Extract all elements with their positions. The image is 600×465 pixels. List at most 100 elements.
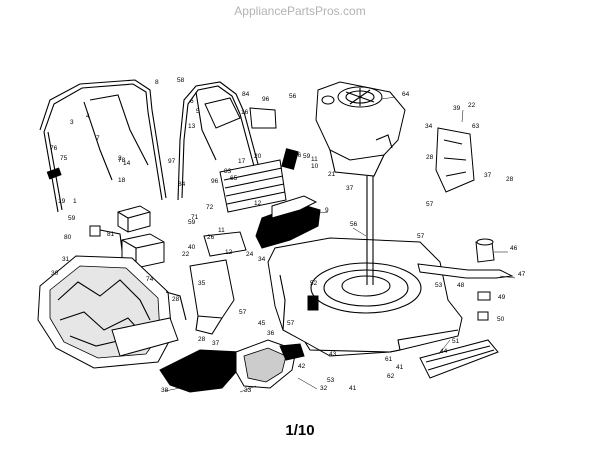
part-callout-44: 44 [440, 348, 448, 355]
part-callout-58: 58 [177, 77, 185, 84]
mower-deck [267, 237, 463, 357]
part-callout-31: 31 [62, 256, 70, 263]
part-callout-8: 8 [155, 79, 159, 86]
part-callout-10: 10 [311, 163, 319, 170]
part-callout-28: 28 [426, 154, 434, 161]
part-callout-24: 24 [246, 251, 254, 258]
part-callout-39: 39 [453, 105, 461, 112]
part-callout-53: 53 [435, 282, 443, 289]
part-callout-56: 56 [350, 221, 358, 228]
part-callout-2: 2 [118, 155, 122, 162]
rear-guard [159, 339, 305, 393]
part-callout-96: 96 [211, 178, 219, 185]
rear-skirt [419, 339, 499, 379]
part-callout-37: 37 [484, 172, 492, 179]
part-callout-97: 97 [168, 158, 176, 165]
part-callout-11: 11 [311, 156, 318, 163]
part-callout-30: 30 [51, 270, 59, 277]
part-callout-36: 36 [267, 330, 275, 337]
part-callout-59: 59 [303, 153, 311, 160]
part-callout-50: 50 [497, 316, 505, 323]
part-callout-72: 72 [206, 204, 214, 211]
part-callout-62: 62 [387, 373, 395, 380]
part-callout-17: 17 [238, 158, 246, 165]
part-callout-74: 74 [146, 276, 154, 283]
part-callout-9: 9 [325, 207, 329, 214]
page-number: 1/10 [285, 422, 315, 439]
part-callout-63: 63 [472, 123, 480, 130]
part-callout-14: 14 [123, 160, 131, 167]
part-callout-11: 11 [218, 227, 225, 234]
part-callout-32: 32 [320, 385, 328, 392]
part-callout-22: 22 [182, 251, 190, 258]
part-callout-84: 84 [178, 181, 186, 188]
part-callout-80: 80 [64, 234, 72, 241]
blade [417, 238, 514, 321]
part-callout-78: 78 [118, 157, 126, 164]
part-callout-12: 12 [225, 249, 233, 256]
part-callout-28: 28 [198, 336, 206, 343]
part-callout-76: 76 [50, 145, 58, 152]
part-callout-35: 35 [198, 280, 206, 287]
part-callout-41: 41 [349, 385, 357, 392]
part-callout-57: 57 [426, 201, 434, 208]
part-callout-34: 34 [425, 123, 433, 130]
part-callout-47: 47 [518, 271, 526, 278]
grass-catcher [37, 255, 187, 369]
part-callout-18: 18 [118, 177, 126, 184]
grass-screen [219, 159, 287, 213]
part-callout-37: 37 [346, 185, 354, 192]
part-callout-5: 5 [196, 108, 200, 115]
part-callout-83: 83 [224, 168, 232, 175]
part-callout-28: 28 [506, 176, 514, 183]
part-callout-96: 96 [262, 96, 270, 103]
wheel-bracket-right [435, 127, 475, 193]
part-callout-75: 75 [60, 155, 68, 162]
part-callout-20: 20 [254, 153, 262, 160]
watermark: AppliancePartsPros.com [234, 4, 366, 18]
part-callout-16: 16 [241, 109, 249, 116]
part-callout-45: 45 [258, 320, 266, 327]
part-callout-51: 51 [452, 338, 460, 345]
part-callout-26: 26 [294, 152, 302, 159]
rear-handle-left [39, 79, 167, 213]
part-callout-37: 37 [212, 340, 220, 347]
part-callout-12: 12 [254, 200, 262, 207]
part-callout-49: 49 [498, 294, 506, 301]
part-callout-41: 41 [396, 364, 404, 371]
part-callout-46: 46 [510, 245, 518, 252]
part-callout-28: 28 [172, 296, 180, 303]
part-callout-57: 57 [287, 320, 295, 327]
deflector [255, 195, 321, 249]
engine [315, 81, 406, 285]
part-callout-13: 13 [188, 123, 196, 130]
part-callout-6: 6 [190, 98, 194, 105]
upper-brackets [204, 97, 299, 170]
part-callout-81: 81 [107, 231, 115, 238]
part-callout-1: 1 [73, 198, 77, 205]
part-callout-26: 26 [207, 234, 215, 241]
part-callout-48: 48 [457, 282, 465, 289]
part-callout-53: 53 [327, 377, 335, 384]
part-callout-59: 59 [188, 219, 196, 226]
part-callout-56: 56 [289, 93, 297, 100]
part-callout-34: 34 [258, 256, 266, 263]
leader-lines [164, 96, 516, 393]
part-callout-7: 7 [96, 135, 100, 142]
part-callout-19: 19 [58, 198, 66, 205]
part-callout-40: 40 [188, 244, 196, 251]
battery-charger [89, 205, 151, 251]
part-callout-84: 84 [242, 91, 250, 98]
part-callout-61: 61 [385, 356, 393, 363]
part-callout-3: 3 [70, 119, 74, 126]
part-callout-71: 71 [191, 214, 199, 221]
part-callout-65: 65 [230, 175, 238, 182]
part-callout-57: 57 [239, 309, 247, 316]
part-callout-38: 38 [161, 387, 169, 394]
part-callout-33: 33 [244, 387, 252, 394]
part-callout-52: 52 [310, 280, 318, 287]
part-callout-64: 64 [402, 91, 410, 98]
part-callout-4: 4 [86, 113, 90, 120]
